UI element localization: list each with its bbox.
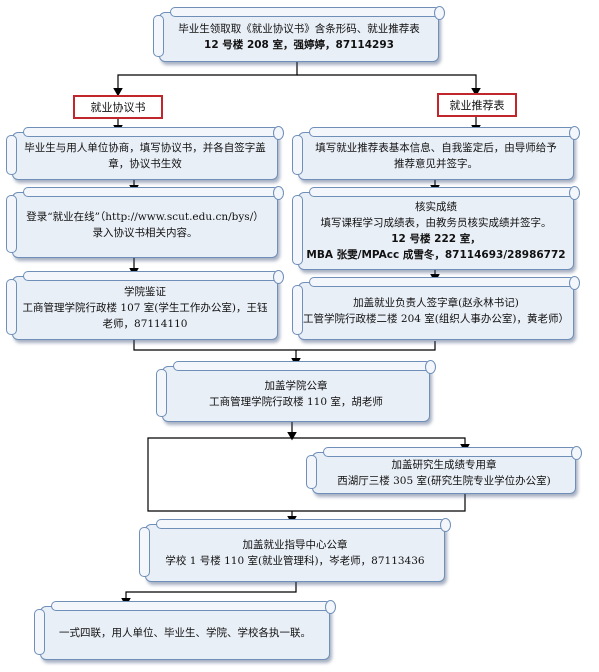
left-step3-line2: 工商管理学院行政楼 107 室(学生工作办公室)，王钰 [22,302,268,314]
grad-seal-line1: 加盖研究生成绩专用章 [391,459,497,471]
arrow-top-to-left-label [113,62,298,97]
arrow-to-grad-seal [292,437,470,453]
label-recommendation-form: 就业推荐表 [437,93,517,117]
right-step-responsible-seal: 加盖就业负责人签字章(赵永林书记) 工管学院行政楼二楼 204 室(组织人事办公… [292,276,580,340]
final-box: 一式四联，用人单位、毕业生、学院、学校各执一联。 [34,600,336,660]
right-step1-line2: 推荐意见并签字。 [394,158,478,170]
left-step-negotiate: 毕业生与用人单位协商，填写协议书，并各自签字盖 章，协议书生效 [6,126,284,180]
college-seal-line2: 工商管理学院行政楼 110 室，胡老师 [209,396,383,408]
college-seal-line1: 加盖学院公章 [264,380,328,392]
left-step1-line1: 毕业生与用人单位协商，填写协议书，并各自签字盖 [24,142,266,154]
career-center-seal-box: 加盖就业指导中心公章 学校 1 号楼 110 室(就业管理科)，岑老师，8711… [139,518,451,582]
label-employment-agreement: 就业协议书 [73,95,163,119]
right-step1-line1: 填写就业推荐表基本信息、自我鉴定后，由导师给予 [315,142,557,154]
right-step2-line3: 12 号楼 222 室， [391,233,481,245]
grad-seal-line2: 西湖厅三楼 305 室(研究生院专业学位办公室) [337,475,551,487]
right-step2-line1: 核实成绩 [415,201,457,213]
left-step2-line1: 登录“就业在线”（http://www.scut.edu.cn/bys/） [26,211,264,223]
center-seal-line1: 加盖就业指导中心公章 [242,539,348,551]
right-step2-line4: MBA 张雯/MPAcc 成雪冬，87114693/28986772 [306,249,566,261]
grad-seal-box: 加盖研究生成绩专用章 西湖厅三楼 305 室(研究生院专业学位办公室) [306,446,582,494]
right-step3-line2: 工管学院行政楼二楼 204 室(组织人事办公室)，黄老师） [303,313,569,325]
right-step2-line2: 填写课程学习成绩表，由教务员核实成绩并签字。 [320,217,552,229]
left-step1-line2: 章，协议书生效 [108,158,182,170]
left-step3-line3: 老师，87114110 [102,318,188,330]
arrow-top-to-right-label [297,74,481,97]
left-step2-line2: 录入协议书相关内容。 [92,227,198,239]
top-box-line1: 毕业生领取取《就业协议书》含条形码、就业推荐表 [178,23,420,35]
center-seal-line2: 学校 1 号楼 110 室(就业管理科)，岑老师，87113436 [165,555,425,567]
final-box-text: 一式四联，用人单位、毕业生、学院、学校各执一联。 [59,627,311,639]
arrow-center-to-final [121,582,297,607]
left-step-register-online: 登录“就业在线”（http://www.scut.edu.cn/bys/） 录入… [6,186,284,258]
right-step-verify-grades: 核实成绩 填写课程学习成绩表，由教务员核实成绩并签字。 12 号楼 222 室，… [292,186,580,270]
arrow-grad-seal-back [292,494,466,512]
top-box: 毕业生领取取《就业协议书》含条形码、就业推荐表 12 号楼 208 室，强婷婷，… [153,6,445,62]
left-step-college-verify: 学院鉴证 工商管理学院行政楼 107 室(学生工作办公室)，王钰 老师，8711… [6,270,284,340]
line-bypass-left [147,437,292,512]
right-step3-line1: 加盖就业负责人签字章(赵永林书记) [353,297,519,309]
left-step3-line1: 学院鉴证 [124,286,166,298]
top-box-line2: 12 号楼 208 室，强婷婷，87114293 [204,39,394,51]
right-step-fill-form: 填写就业推荐表基本信息、自我鉴定后，由导师给予 推荐意见并签字。 [292,126,580,180]
college-seal-box: 加盖学院公章 工商管理学院行政楼 110 室，胡老师 [156,360,436,422]
